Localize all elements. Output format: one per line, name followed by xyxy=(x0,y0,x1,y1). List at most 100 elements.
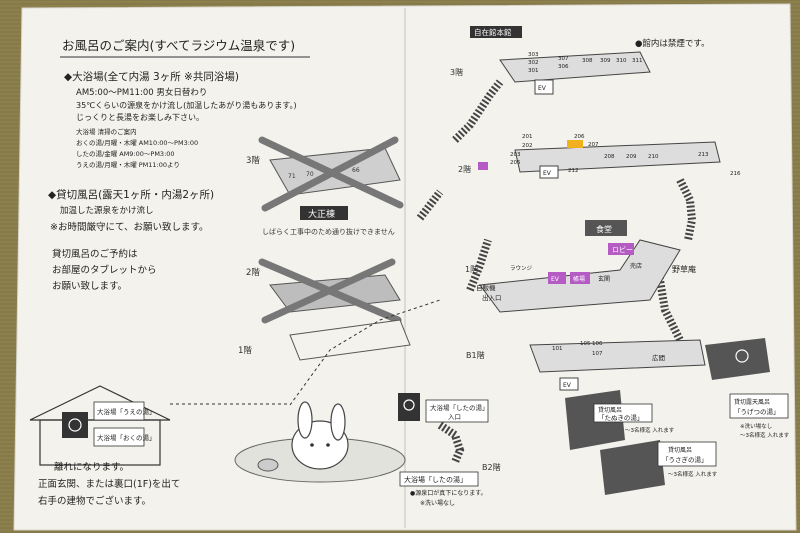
bunny-mascot xyxy=(234,401,406,483)
room-306: 306 xyxy=(558,64,569,70)
room-106: 106 xyxy=(592,341,603,347)
bunny-eye-right xyxy=(326,443,330,447)
stairs-2f-1f xyxy=(416,189,444,221)
ev-3f xyxy=(534,79,554,95)
ev-2f-label: EV xyxy=(543,170,552,177)
usagi-title: 貸切風呂 xyxy=(668,446,692,454)
shitanoyu-entrance: 入口 xyxy=(448,413,461,421)
ugetsu-box xyxy=(729,393,789,419)
room-303: 303 xyxy=(528,52,539,58)
taisho-floor-1: 1階 xyxy=(238,345,252,356)
annex-to-main-path xyxy=(289,299,441,406)
taisho-floor-2: 2階 xyxy=(246,267,260,278)
usagi-box xyxy=(657,441,717,467)
tanuki-name: 「たぬきの湯」 xyxy=(598,413,643,422)
reserve-line2: お部屋のタブレットから xyxy=(52,264,157,276)
ev-b1-label: EV xyxy=(563,382,572,389)
tanuki-title: 貸切風呂 xyxy=(598,406,622,414)
big-bath-title: ◆大浴場(全て内湯 3ヶ所 ※共同浴場) xyxy=(64,70,239,83)
old-room-66: 66 xyxy=(352,167,360,174)
lobby-box xyxy=(608,243,634,255)
onsen-mark-ugetsu xyxy=(735,349,749,363)
floor-1-plan: 1階 食堂 ロビー 売店 野草庵 EV 帳場 玄関 ラウンジ 自販機 出入口 xyxy=(465,220,696,313)
main-floor-b1: B1階 xyxy=(466,350,485,360)
onsen-mark-annex xyxy=(68,418,82,432)
shitanoyu-b2-note2: ※洗い場なし xyxy=(420,499,455,507)
room-105: 105 xyxy=(580,341,591,347)
floor-b1-plan: B1階 101 105 106 107 広間 EV xyxy=(466,339,706,391)
annex-building: 大浴場「うえの湯」 大浴場「おくの湯」 xyxy=(29,385,290,466)
reserve-line1: 貸切風呂のご予約は xyxy=(52,248,138,260)
hiroma-label: 広間 xyxy=(652,353,665,362)
room-107: 107 xyxy=(592,351,603,357)
room-308: 308 xyxy=(582,58,593,64)
cleaning-okunoyu: おくの湯/月曜・木曜 AM10:00〜PM3:00 xyxy=(76,138,198,147)
room-207: 207 xyxy=(588,142,599,148)
shop-label: 売店 xyxy=(630,262,642,270)
usagi-name: 「うさぎの湯」 xyxy=(662,455,708,464)
annex-bath-icon xyxy=(62,412,88,438)
floor3-corridor xyxy=(499,51,651,83)
floor-3-plan: 3階 303 302 301 307 306 308 309 310 311 E… xyxy=(450,51,651,95)
nosoan-label: 野草庵 xyxy=(672,264,696,274)
main-floor-3: 3階 xyxy=(450,67,463,77)
dining-label: 食堂 xyxy=(596,224,612,234)
cross-2f-b xyxy=(261,258,396,324)
room-216: 216 xyxy=(730,171,741,177)
stairs-1f xyxy=(466,238,492,292)
floor-2-plan: 2階 201 202 203 205 206 207 208 209 210 2… xyxy=(458,134,741,179)
main-floor-b2: B2階 xyxy=(482,462,501,472)
stairs-nosoan xyxy=(651,249,684,342)
room-206: 206 xyxy=(574,134,585,140)
ugetsu-note2: 〜3名様迄 入れます xyxy=(740,431,790,439)
onsen-mark-shitanoyu xyxy=(403,399,415,411)
ev-1f xyxy=(548,272,566,284)
purple-marker-2f xyxy=(478,162,488,170)
room-203: 203 xyxy=(510,152,521,158)
taisho-label-box xyxy=(300,206,348,220)
tanuki-note: 〜3名様迄 入れます xyxy=(625,426,675,434)
taisho-floor-3: 3階 xyxy=(246,155,260,166)
old-room-71: 71 xyxy=(288,173,296,180)
taisho-1f-plan xyxy=(289,319,411,361)
usagi-room xyxy=(600,440,665,495)
bath-guide-heading: お風呂のご案内(すべてラジウム温泉です) xyxy=(62,38,295,53)
okunoyu-label: 大浴場「おくの湯」 xyxy=(97,433,156,442)
room-101: 101 xyxy=(552,346,563,352)
taisho-label: 大正棟 xyxy=(308,208,335,220)
building-label: 自在館本館 xyxy=(474,27,512,37)
dining-box xyxy=(585,220,627,236)
taisho-wing: 71 70 69 66 3階 大正棟 しばらく工事中のため通り抜けできません 2… xyxy=(238,136,411,361)
shitanoyu-b2-title: 大浴場「したの湯」 xyxy=(404,475,467,484)
shitanoyu-b2-box xyxy=(399,471,479,487)
tanuki-box xyxy=(593,403,653,423)
front-desk-box xyxy=(570,272,590,284)
bunny-ear-left xyxy=(297,401,313,439)
room-208: 208 xyxy=(604,154,615,160)
reserve-line3: お願い致します。 xyxy=(52,280,127,292)
front-desk-label: 帳場 xyxy=(573,275,585,283)
uenoyu-label: 大浴場「うえの湯」 xyxy=(97,407,156,416)
cross-3f-b xyxy=(261,136,399,212)
shitanoyu-box xyxy=(425,399,489,423)
genkan-label: 玄関 xyxy=(598,275,610,283)
big-bath-note1: 35℃くらいの源泉をかけ流し(加温したあがり湯もあります。) xyxy=(76,100,297,110)
big-bath-hours: AM5:00〜PM11:00 男女日替わり xyxy=(76,87,207,98)
room-307: 307 xyxy=(558,56,569,62)
main-floor-2: 2階 xyxy=(458,164,471,174)
room-213: 213 xyxy=(698,152,709,158)
ugetsu-note1: ※洗い場なし xyxy=(740,422,772,430)
room-311: 311 xyxy=(632,58,643,64)
directions-line2: 正面玄関、または裏口(1F)を出て xyxy=(38,478,180,490)
taisho-closed-note: しばらく工事中のため通り抜けできません xyxy=(262,227,395,236)
ugetsu-name: 「うげつの湯」 xyxy=(734,407,780,416)
room-301: 301 xyxy=(528,68,539,74)
floor2-corridor xyxy=(514,141,721,173)
room-212: 212 xyxy=(568,168,579,174)
uenoyu-box xyxy=(93,401,145,421)
room-310: 310 xyxy=(616,58,627,64)
ev-2f xyxy=(539,165,559,179)
ugetsu-room xyxy=(705,338,770,380)
ev-b1 xyxy=(559,377,579,391)
ev-3f-label: EV xyxy=(538,85,547,92)
